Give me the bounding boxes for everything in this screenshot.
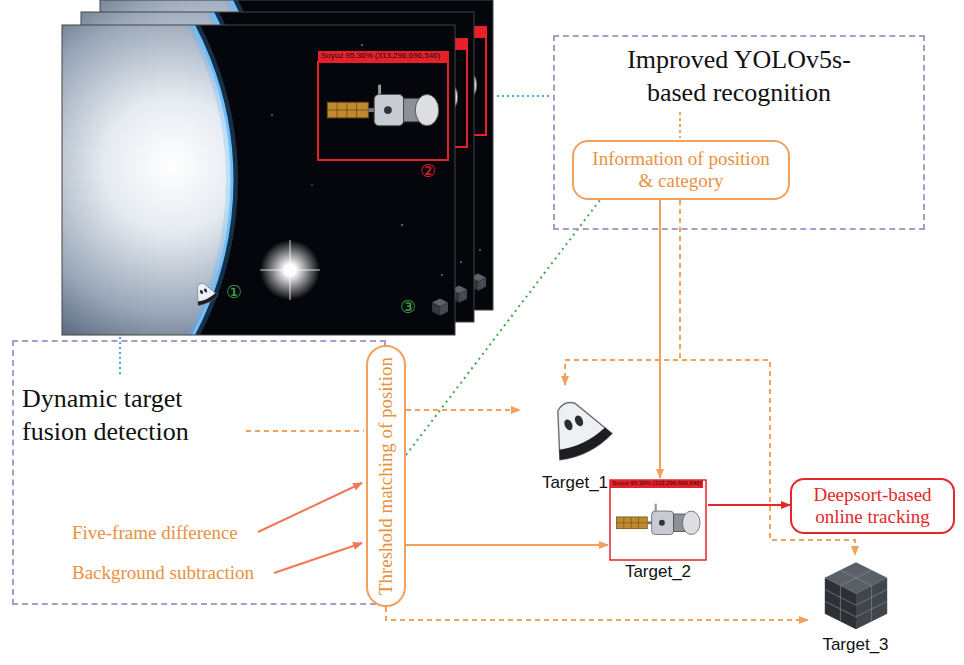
info-box: Information of position & category [572, 140, 790, 200]
target-soyuz [616, 504, 700, 535]
detection-label: Soyuz 95.36% (313,296,696,546) [610, 480, 703, 488]
dotted-link [119, 337, 121, 377]
target-picture [808, 555, 903, 635]
group-title: Improved YOLOv5s-based recognition [610, 44, 868, 109]
target-node: Target_3 [808, 555, 903, 655]
callout-number: ③ [400, 297, 416, 317]
connector [565, 200, 680, 385]
rotated-text: Threshold matching of position [375, 357, 397, 595]
box-text: Deepsort-based online tracking [802, 484, 943, 528]
detection-label: Soyuz 95.36% (313,296,696,546) [318, 51, 443, 61]
connector [659, 200, 661, 478]
connector [406, 544, 608, 546]
target-caption: Target_2 [608, 562, 708, 582]
group-title: Dynamic target fusion detection [22, 383, 237, 448]
connector [406, 409, 520, 411]
dashed-link [246, 430, 364, 432]
method-label: Background subtraction [72, 562, 254, 585]
callout-number: ② [420, 161, 436, 181]
target-node: Target_1 [520, 385, 630, 493]
method-label: Five-frame difference [72, 522, 238, 545]
input-arrow [274, 543, 362, 573]
dashed-group: Improved YOLOv5s-based recognitionInform… [553, 35, 925, 230]
target-detection-box [610, 480, 706, 560]
target-caption: Target_3 [808, 635, 903, 655]
target-picture [520, 385, 630, 473]
target-node: Soyuz 95.36% (313,296,696,546) Target_2 [608, 478, 708, 582]
tracking-box: Deepsort-based online tracking [790, 478, 955, 534]
callout-number: ① [226, 282, 242, 302]
connector [708, 504, 790, 506]
target-capsule [539, 391, 614, 464]
box-text: Information of position & category [592, 148, 770, 192]
input-arrow [258, 483, 362, 532]
target-picture: Soyuz 95.36% (313,296,696,546) [608, 478, 708, 562]
dotted-link [497, 95, 551, 97]
frame-border [62, 25, 455, 335]
connector [386, 607, 808, 620]
connector [406, 200, 600, 455]
dotted-link [679, 112, 681, 138]
threshold-box: Threshold matching of position [366, 345, 406, 607]
target-satellite [825, 562, 887, 629]
